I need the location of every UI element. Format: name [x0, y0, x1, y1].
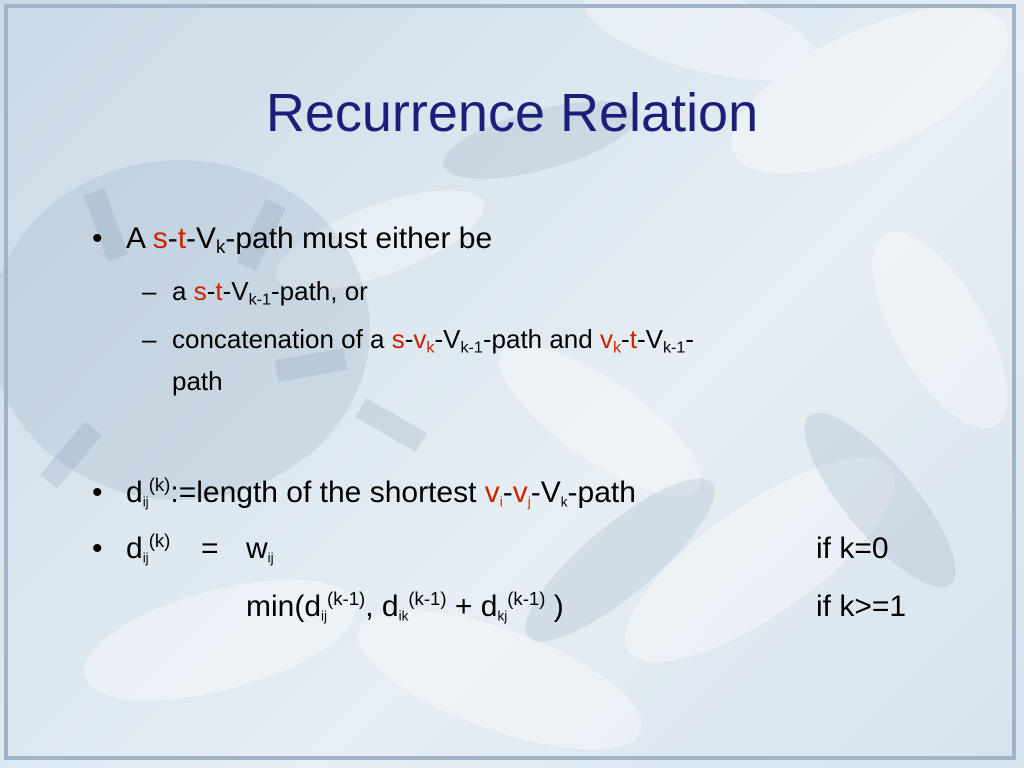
- subscript-k: k: [426, 338, 435, 357]
- text-t: t: [177, 222, 187, 255]
- text-d: d: [126, 532, 143, 565]
- superscript-k-1: (k-1): [327, 587, 366, 609]
- text-a: A: [126, 222, 145, 255]
- text-s: s: [391, 324, 405, 354]
- text-a: a: [172, 276, 187, 306]
- subscript-k-1-b: k-1: [662, 338, 686, 357]
- subscript-j: j: [527, 494, 531, 510]
- text-dash: -: [502, 476, 513, 509]
- text-tail: -: [685, 324, 694, 354]
- equals-sign: =: [201, 532, 219, 565]
- bullet-marker-3: •: [92, 532, 103, 565]
- subscript-k: k: [560, 494, 568, 510]
- text-dash: -: [206, 276, 216, 306]
- text-s: s: [193, 276, 207, 306]
- bullet-text-1: A s-t-Vk-path must either be: [126, 222, 493, 258]
- text-vv2: -V: [636, 324, 663, 354]
- text-mid: -path and: [482, 324, 593, 354]
- text-v2: v: [599, 324, 613, 354]
- slide-title: Recurrence Relation: [265, 83, 759, 143]
- text-rest: -path, or: [271, 276, 368, 306]
- text-dash2: -: [621, 324, 630, 354]
- bullet-marker: •: [92, 222, 103, 255]
- superscript-k: (k): [148, 473, 171, 495]
- subscript-k2: k: [612, 338, 622, 357]
- text-v: v: [413, 324, 427, 354]
- sub-item-2: concatenation of a s-vk-Vk-1-path and vk…: [172, 324, 694, 356]
- dash-marker-2: –: [142, 324, 157, 354]
- text-min: min(d: [246, 590, 322, 623]
- text-v2: v: [512, 476, 528, 509]
- text-t: t: [215, 276, 223, 306]
- condition-k-ge-1: if k>=1: [816, 590, 907, 623]
- text-t: t: [629, 324, 637, 354]
- sub-item-2-line2: path: [172, 366, 223, 396]
- text-plus: + d: [454, 590, 498, 623]
- dash-marker-1: –: [142, 276, 157, 306]
- text-d: d: [126, 476, 143, 509]
- text-v1: v: [484, 476, 500, 509]
- text-pre: concatenation of a: [172, 324, 385, 354]
- text-rest: -path must either be: [225, 222, 493, 255]
- superscript-k: (k): [148, 529, 171, 551]
- superscript-k-1-c: (k-1): [507, 587, 546, 609]
- subscript-ij: ij: [267, 550, 274, 566]
- text-vv: -V: [434, 324, 461, 354]
- text-comma: , d: [365, 590, 399, 623]
- text-w: w: [246, 532, 268, 565]
- bullet-text-2: dij(k):=length of the shortest vi-vj-Vk-…: [126, 475, 636, 510]
- text-tail: -path: [567, 476, 636, 509]
- formula-w: wij: [246, 532, 274, 566]
- superscript-k-1-b: (k-1): [408, 587, 447, 609]
- subscript-kj: kj: [497, 608, 508, 624]
- subscript-ij: ij: [142, 494, 149, 510]
- subscript-k-1: k-1: [248, 290, 271, 309]
- text-rest: :=length of the shortest: [170, 476, 477, 509]
- subscript-ij: ij: [321, 608, 328, 624]
- text-dash: -: [404, 324, 414, 354]
- text-dash: -: [167, 222, 178, 255]
- text-vv: -V: [530, 476, 561, 509]
- text-close: ): [553, 590, 564, 623]
- subscript-i: i: [499, 494, 503, 510]
- text-v: -V: [222, 276, 249, 306]
- bullet-text-3: dij(k): [126, 531, 170, 566]
- subscript-k: k: [216, 236, 226, 258]
- bullet-marker-2: •: [92, 476, 103, 509]
- subscript-k-1: k-1: [460, 338, 483, 357]
- condition-k-0: if k=0: [816, 532, 889, 565]
- formula-min: min(dij(k-1), dik(k-1) + dkj(k-1) ): [246, 589, 564, 624]
- subscript-ij: ij: [142, 550, 149, 566]
- text-s: s: [152, 222, 168, 255]
- sub-item-1: a s-t-Vk-1-path, or: [172, 276, 368, 308]
- bullet-item-1: •: [92, 224, 103, 254]
- text-v: -V: [186, 222, 217, 255]
- subscript-ik: ik: [398, 608, 409, 624]
